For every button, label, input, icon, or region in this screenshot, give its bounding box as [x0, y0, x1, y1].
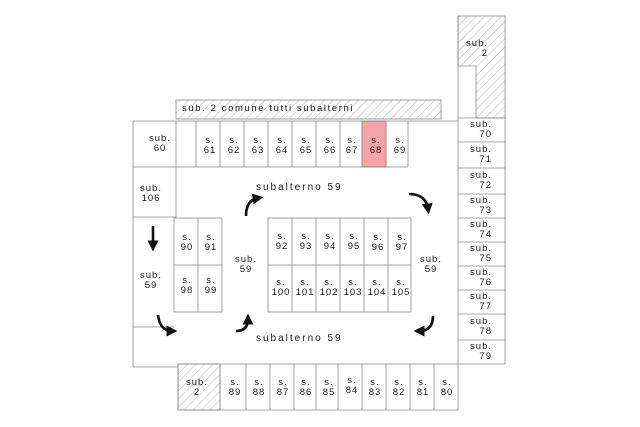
unit-label: s.95	[347, 231, 361, 252]
unit-label: sub.106	[140, 183, 162, 204]
unit-label: sub.77	[470, 291, 492, 312]
hall-label-bottom: subalterno 59	[256, 333, 343, 344]
unit-label: s.96	[371, 232, 385, 253]
lane-label: sub.59	[235, 254, 257, 275]
arrow-turn-up-center-left	[235, 313, 254, 333]
unit-label: s.89	[228, 377, 242, 398]
unit-label: s.62	[227, 135, 241, 156]
unit-label: s.94	[323, 231, 337, 252]
unit-label: s.93	[299, 231, 313, 252]
unit-label: s.97	[395, 232, 409, 253]
arrow-turn-right-bottom	[413, 315, 435, 337]
unit-label-highlighted: s.68	[369, 135, 383, 156]
unit-label: s.88	[252, 377, 266, 398]
unit-label: s.91	[204, 232, 218, 253]
unit-label: sub.60	[149, 133, 171, 154]
unit-label: sub.79	[470, 341, 492, 362]
unit-label: s.69	[393, 135, 407, 156]
unit-label: s.86	[299, 377, 313, 398]
unit-label: s.66	[323, 135, 337, 156]
unit-label: s.103	[343, 277, 363, 298]
unit-label: s.83	[368, 377, 382, 398]
hall-label-top: subalterno 59	[256, 182, 343, 193]
unit-label: s.81	[416, 377, 430, 398]
unit-bottom-left	[177, 363, 221, 411]
unit-label: s.80	[440, 377, 454, 398]
unit-label: s.105	[391, 277, 411, 298]
arrow-turn-bottom-left	[156, 314, 178, 337]
arrow-turn-right-top	[408, 192, 433, 215]
unit-label: sub.78	[470, 316, 492, 337]
unit-label: s.101	[295, 277, 315, 298]
unit-top-right	[457, 15, 506, 119]
unit-label: s.82	[392, 377, 406, 398]
unit-label: sub.70	[470, 119, 492, 140]
unit-label: s.85	[322, 377, 336, 398]
unit-label: s.84	[345, 375, 359, 396]
unit-label: sub.72	[470, 170, 492, 191]
common-area-label: sub. 2 comune tutti subalterni	[182, 103, 355, 114]
unit-label: s.65	[299, 135, 313, 156]
unit-label: sub.2	[466, 38, 488, 59]
unit-label: sub.59	[140, 270, 162, 291]
unit-label: sub.2	[186, 377, 208, 398]
unit-label: s.99	[204, 275, 218, 296]
unit-label: s.92	[275, 231, 289, 252]
unit-label: s.87	[276, 377, 290, 398]
unit-label: sub.73	[470, 195, 492, 216]
unit-label: s.98	[180, 275, 194, 296]
unit-label: s.67	[345, 135, 359, 156]
unit-label: s.61	[203, 135, 217, 156]
unit-label: sub.76	[470, 267, 492, 288]
unit-label: s.100	[271, 277, 291, 298]
unit-label: sub.75	[470, 243, 492, 264]
unit-label: sub.74	[470, 219, 492, 240]
unit-label: s.104	[367, 277, 387, 298]
unit-label: s.102	[319, 277, 339, 298]
unit-label: sub.71	[470, 144, 492, 165]
unit-label: s.90	[180, 232, 194, 253]
lane-label: sub.59	[420, 254, 442, 275]
arrow-turn-up-top	[244, 193, 264, 217]
unit-label: s.64	[275, 135, 289, 156]
common-area-strip	[175, 99, 442, 120]
unit-label: s.63	[251, 135, 265, 156]
